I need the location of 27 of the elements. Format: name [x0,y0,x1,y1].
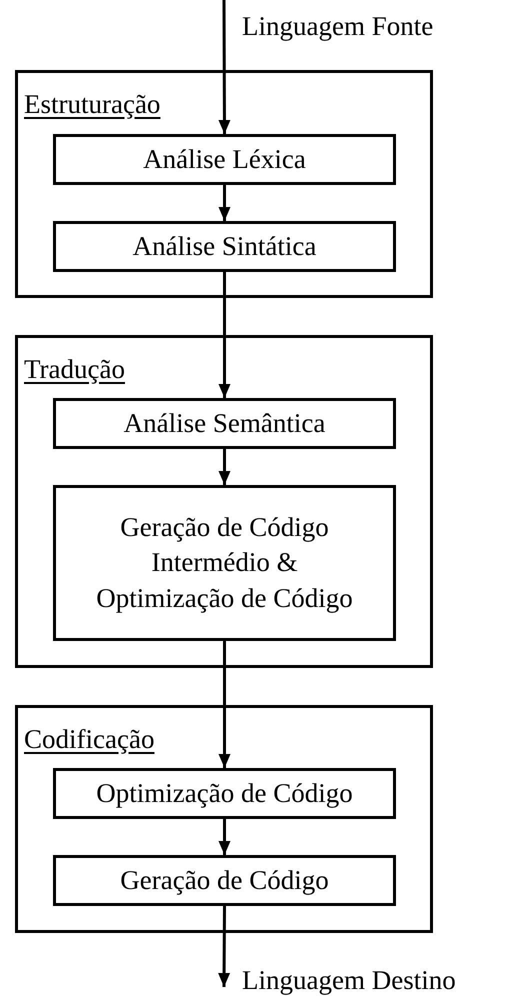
step-label: Análise Sintática [132,230,316,263]
arrow [218,641,230,768]
group-heading: Tradução [24,353,125,386]
process-box [53,768,396,819]
step-label: Análise Léxica [143,142,306,176]
group-heading: Estruturação [24,88,160,121]
io-label: Linguagem Destino [242,964,456,997]
arrow [218,449,230,485]
group-frame [15,705,433,933]
arrow [218,272,230,398]
io-label: Linguagem Fonte [242,10,434,44]
process-box [53,398,396,449]
process-box [53,855,396,906]
step-label: Geração de Código Intermédio & Optimização de Código [95,511,354,615]
group-heading: Codificação [24,723,154,756]
arrow [218,185,230,221]
process-box [53,221,396,272]
step-label: Análise Semântica [124,406,326,440]
arrow [218,819,230,855]
process-box [53,134,396,185]
step-label: Optimização de Código [96,776,353,810]
arrow [218,906,230,988]
arrow [218,0,230,134]
step-label: Geração de Código [120,864,329,897]
process-box [53,485,396,641]
group-frame [15,70,433,298]
group-frame [15,335,433,668]
